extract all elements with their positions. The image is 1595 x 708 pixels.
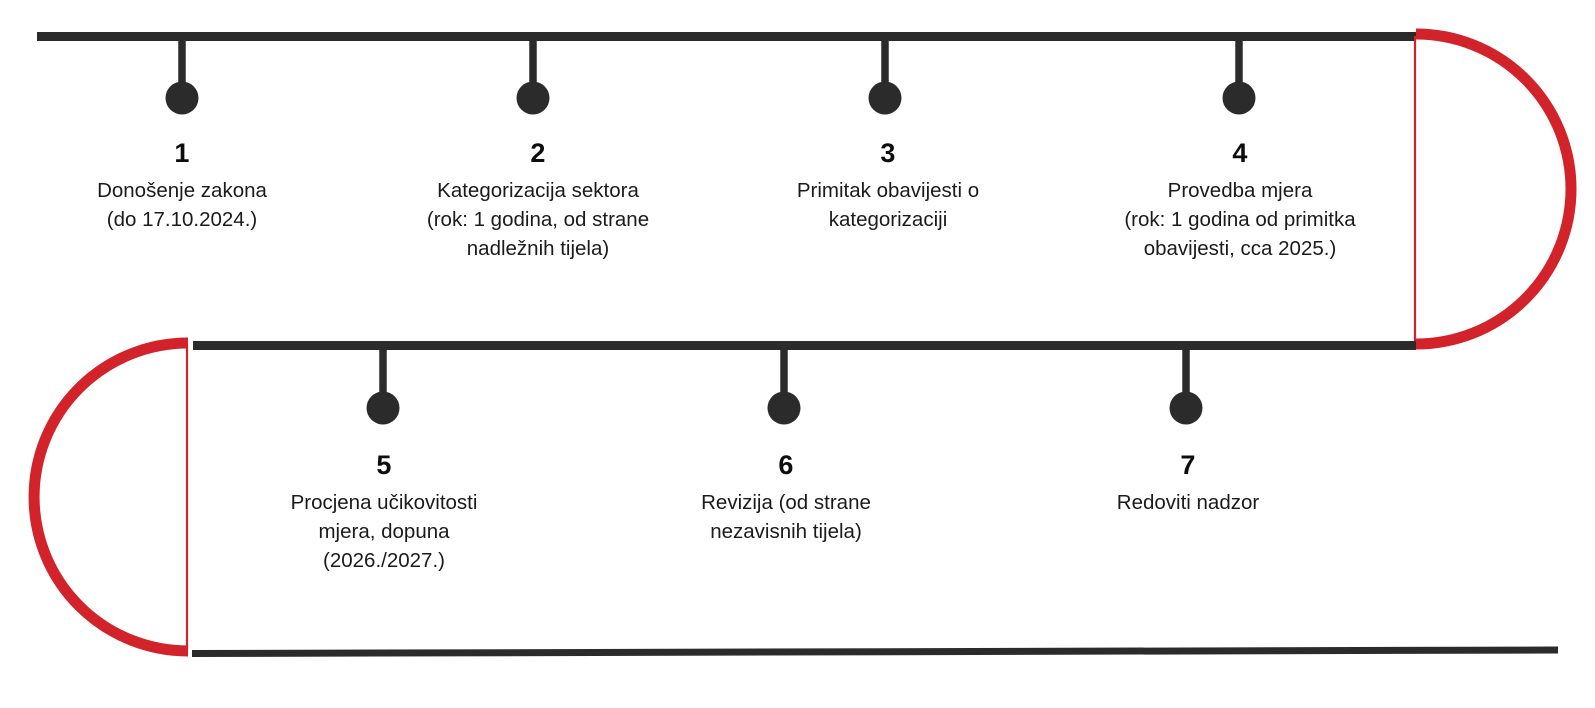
step-number-2: 2 [530,138,546,168]
timeline-step-4: 4 Provedba mjera (rok: 1 godina od primi… [1068,140,1412,263]
marker-dot-6 [767,391,801,425]
step-text-2: Kategorizacija sektora (rok: 1 godina, o… [426,179,650,261]
marker-group-6 [767,345,801,425]
timeline-step-6: 6 Revizija (od strane nezavisnih tijela) [636,452,936,546]
step-number-1: 1 [174,138,190,168]
timeline-step-5: 5 Procjena učikovitosti mjera, dopuna (2… [234,452,534,575]
timeline-step-2: 2 Kategorizacija sektora (rok: 1 godina,… [368,140,708,263]
marker-group-3 [868,36,902,115]
marker-group-5 [366,345,400,425]
marker-dot-2 [516,81,550,115]
step-text-3: Primitak obavijesti o kategorizaciji [796,179,980,232]
step-number-6: 6 [778,450,794,480]
step-number-3: 3 [880,138,896,168]
marker-dot-1 [165,81,199,115]
timeline-step-1: 1 Donošenje zakona (do 17.10.2024.) [22,140,342,234]
marker-dot-5 [366,391,400,425]
marker-group-7 [1169,345,1203,425]
step-text-5: Procjena učikovitosti mjera, dopuna (202… [290,491,478,573]
step-number-4: 4 [1232,138,1248,168]
marker-group-1 [165,36,199,115]
step-number-5: 5 [376,450,392,480]
step-text-6: Revizija (od strane nezavisnih tijela) [701,491,871,544]
timeline-step-3: 3 Primitak obavijesti o kategorizaciji [728,140,1048,234]
step-text-1: Donošenje zakona (do 17.10.2024.) [97,179,267,232]
timeline-step-7: 7 Redoviti nadzor [1038,452,1338,517]
timeline-bar-bottom [191,646,1559,657]
step-text-7: Redoviti nadzor [1116,491,1260,514]
marker-dot-7 [1169,391,1203,425]
red-turn-arc-left [28,337,189,657]
marker-group-4 [1222,36,1256,115]
marker-dot-4 [1222,81,1256,115]
marker-group-2 [516,36,550,115]
red-turn-arc-right [1415,28,1577,350]
step-number-7: 7 [1180,450,1196,480]
marker-dot-3 [868,81,902,115]
step-text-4: Provedba mjera (rok: 1 godina od primitk… [1124,179,1356,261]
